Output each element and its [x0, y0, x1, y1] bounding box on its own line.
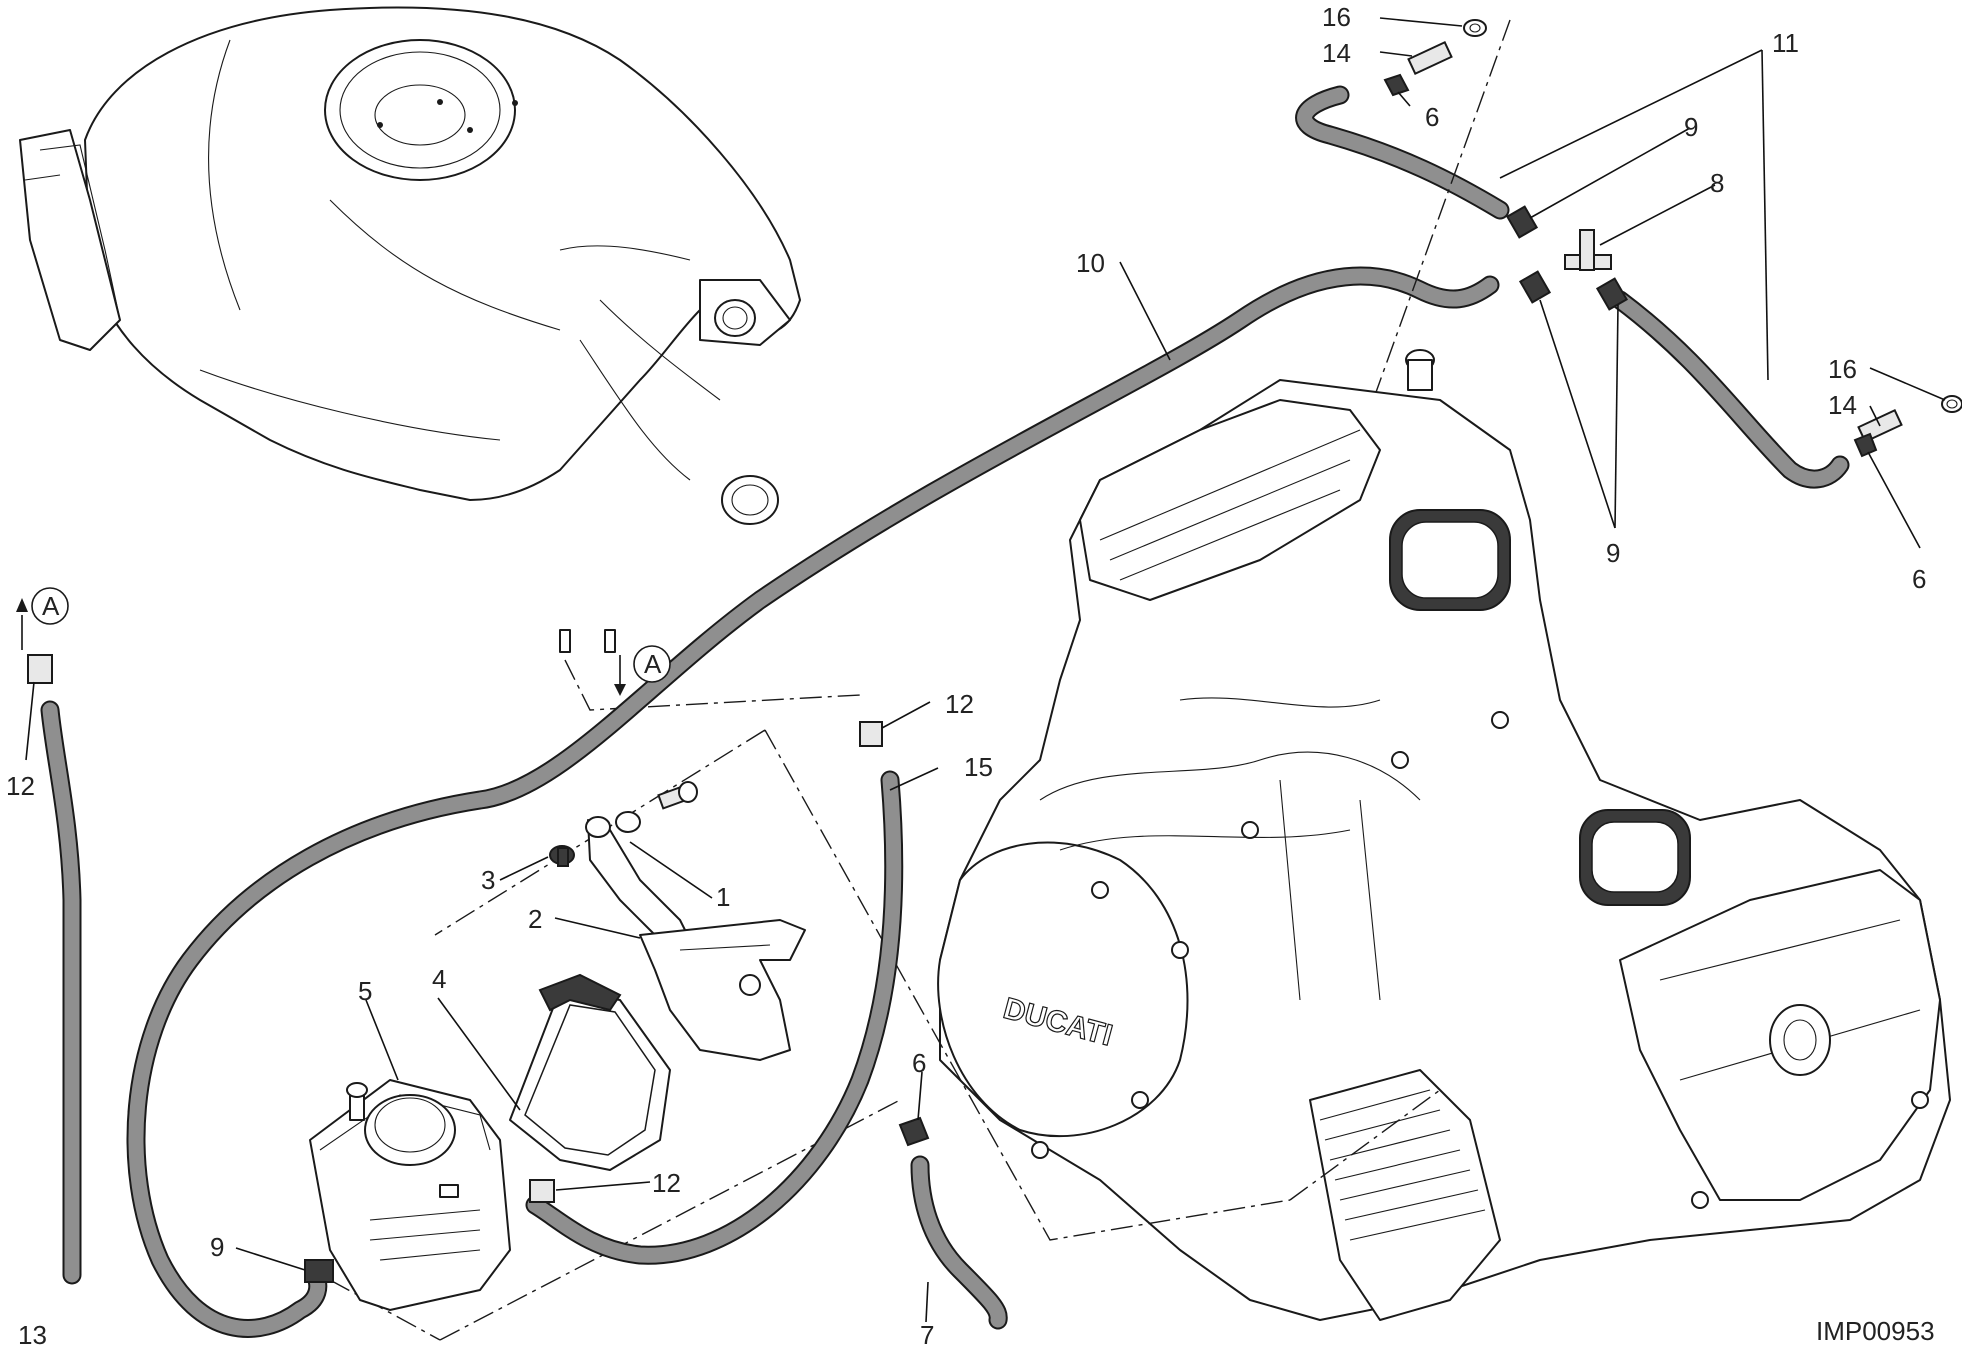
hose-13	[27, 654, 82, 1285]
leader-lines	[21, 17, 1946, 1323]
callout-12-upper: 12	[945, 689, 974, 719]
callout-5: 5	[358, 976, 372, 1006]
callout-12-lower: 12	[652, 1168, 681, 1198]
strap-4	[509, 973, 671, 1171]
section-line-top	[1329, 19, 1511, 521]
callout-16-right: 16	[1828, 354, 1857, 384]
callout-labels: 16 14 6 11 9 8 10 16 14 9 6 A A 12 12 15…	[6, 2, 1926, 1350]
callout-16-top: 16	[1322, 2, 1351, 32]
callout-6-right: 6	[1912, 564, 1926, 594]
hose-15	[525, 770, 904, 1265]
callout-11: 11	[1772, 28, 1799, 58]
engine-block: DUCATI	[937, 349, 1951, 1321]
callout-14-right: 14	[1828, 390, 1857, 420]
drawing-code: IMP00953	[1816, 1316, 1935, 1346]
callout-1: 1	[716, 882, 730, 912]
screw-1	[657, 781, 698, 810]
section-marker-a-left	[31, 587, 69, 625]
callout-6-lower: 6	[912, 1048, 926, 1078]
callout-10: 10	[1076, 248, 1105, 278]
hose-10	[126, 266, 1500, 1338]
callout-13: 13	[18, 1320, 47, 1350]
section-line-tank	[564, 659, 861, 711]
bracket-2	[639, 919, 806, 1061]
callout-14-top: 14	[1322, 38, 1351, 68]
bracket-1	[585, 811, 691, 951]
hose-7	[898, 1116, 1008, 1330]
clamp-9-lower	[304, 1259, 334, 1283]
screw-3	[549, 845, 575, 867]
callout-9-lower: 9	[210, 1232, 224, 1262]
callout-4: 4	[432, 964, 446, 994]
breather-hose-assembly	[1295, 19, 1962, 489]
callout-12-left: 12	[6, 771, 35, 801]
callout-3: 3	[481, 865, 495, 895]
callout-15: 15	[964, 752, 993, 782]
marker-a-tank-label: A	[644, 649, 662, 679]
clamp-12-lower	[529, 1179, 555, 1203]
section-line-lower-2	[329, 1279, 441, 1341]
reservoir-5	[309, 1079, 511, 1311]
callout-2: 2	[528, 904, 542, 934]
clamp-12-upper	[859, 721, 883, 747]
marker-a-left-label: A	[42, 591, 60, 621]
callout-9-top: 9	[1684, 112, 1698, 142]
callout-6-top: 6	[1425, 102, 1439, 132]
fuel-tank	[19, 6, 801, 653]
callout-9-mid: 9	[1606, 538, 1620, 568]
section-marker-a-tank	[633, 645, 671, 683]
callout-7: 7	[920, 1320, 934, 1350]
callout-8: 8	[1710, 168, 1724, 198]
